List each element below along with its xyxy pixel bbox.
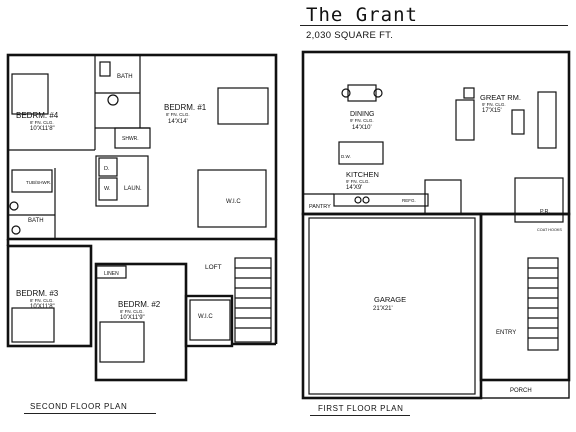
dryer-label: D. bbox=[104, 166, 110, 172]
great-room-size: 17'X15' bbox=[482, 108, 502, 114]
coat-hooks-label: COAT HOOKS bbox=[537, 228, 562, 232]
kitchen-name: KITCHEN bbox=[346, 170, 379, 179]
bedroom3-ceiling: 8' FN. CLG. bbox=[30, 298, 54, 303]
great-room-name: GREAT RM. bbox=[480, 93, 521, 102]
shower-label: SHWR. bbox=[122, 136, 139, 142]
plan-title: The Grant bbox=[306, 4, 418, 26]
bedroom2-ceiling: 8' FN. CLG. bbox=[120, 309, 144, 314]
laundry-label: LAUN. bbox=[124, 186, 142, 192]
second-floor-walls bbox=[6, 53, 278, 382]
loft-label: LOFT bbox=[205, 264, 222, 271]
bedroom1-ceiling: 8' FN. CLG. bbox=[166, 112, 190, 117]
title-rule bbox=[300, 25, 568, 26]
dining-name: DINING bbox=[350, 111, 375, 118]
powder-room-label: P.R. bbox=[540, 209, 550, 215]
garage-name: GARAGE bbox=[374, 295, 406, 304]
great-room-ceiling: 9' FN. CLG. bbox=[482, 102, 506, 107]
bedroom3-size: 10'X11'8" bbox=[30, 304, 55, 310]
bedroom1-size: 14'X14' bbox=[168, 119, 188, 125]
entry-label: ENTRY bbox=[496, 330, 516, 336]
bedroom3-name: BEDRM. #3 bbox=[16, 289, 59, 298]
porch-label: PORCH bbox=[510, 388, 532, 394]
wic1-label: W.I.C bbox=[226, 199, 241, 205]
tub-label: TUB/SHWR. bbox=[26, 180, 51, 185]
bedroom4-name: BEDRM. #4 bbox=[16, 111, 59, 120]
kitchen-size: 14'X9' bbox=[346, 185, 362, 191]
plan-subtitle: 2,030 SQUARE FT. bbox=[306, 30, 394, 41]
dining-size: 14'X10' bbox=[352, 125, 372, 131]
second-floor-plan-label: SECOND FLOOR PLAN bbox=[30, 402, 128, 411]
first-floor-label-underline bbox=[310, 415, 410, 416]
second-floor-labels: BEDRM. #4 8' FN. CLG. 10'X11'8" BATH BED… bbox=[16, 74, 241, 321]
pantry-label: PANTRY bbox=[309, 204, 331, 210]
dishwasher-label: D.W. bbox=[341, 154, 351, 159]
garage-size: 21'X21' bbox=[373, 306, 393, 312]
bedroom2-name: BEDRM. #2 bbox=[118, 300, 161, 309]
wic2-label: W.I.C bbox=[198, 314, 213, 320]
bedroom4-ceiling: 8' FN. CLG. bbox=[30, 120, 54, 125]
bath-upper-name: BATH bbox=[117, 74, 133, 80]
dining-ceiling: 9' FN. CLG. bbox=[350, 118, 374, 123]
bedroom4-size: 10'X11'8" bbox=[30, 126, 55, 132]
bath-hall-label: BATH bbox=[28, 218, 44, 224]
first-floor-walls bbox=[301, 50, 571, 400]
refrigerator-label: REFG. bbox=[402, 198, 416, 203]
first-floor-labels: DINING 9' FN. CLG. 14'X10' GREAT RM. 9' … bbox=[309, 93, 562, 394]
linen-label: LINEN bbox=[104, 271, 119, 277]
washer-label: W. bbox=[104, 186, 111, 192]
first-floor-plan-label: FIRST FLOOR PLAN bbox=[318, 404, 404, 413]
bedroom1-name: BEDRM. #1 bbox=[164, 103, 207, 112]
bedroom2-size: 10'X11'9" bbox=[120, 315, 145, 321]
kitchen-ceiling: 9' FN. CLG. bbox=[346, 179, 370, 184]
second-floor-label-underline bbox=[24, 413, 156, 414]
